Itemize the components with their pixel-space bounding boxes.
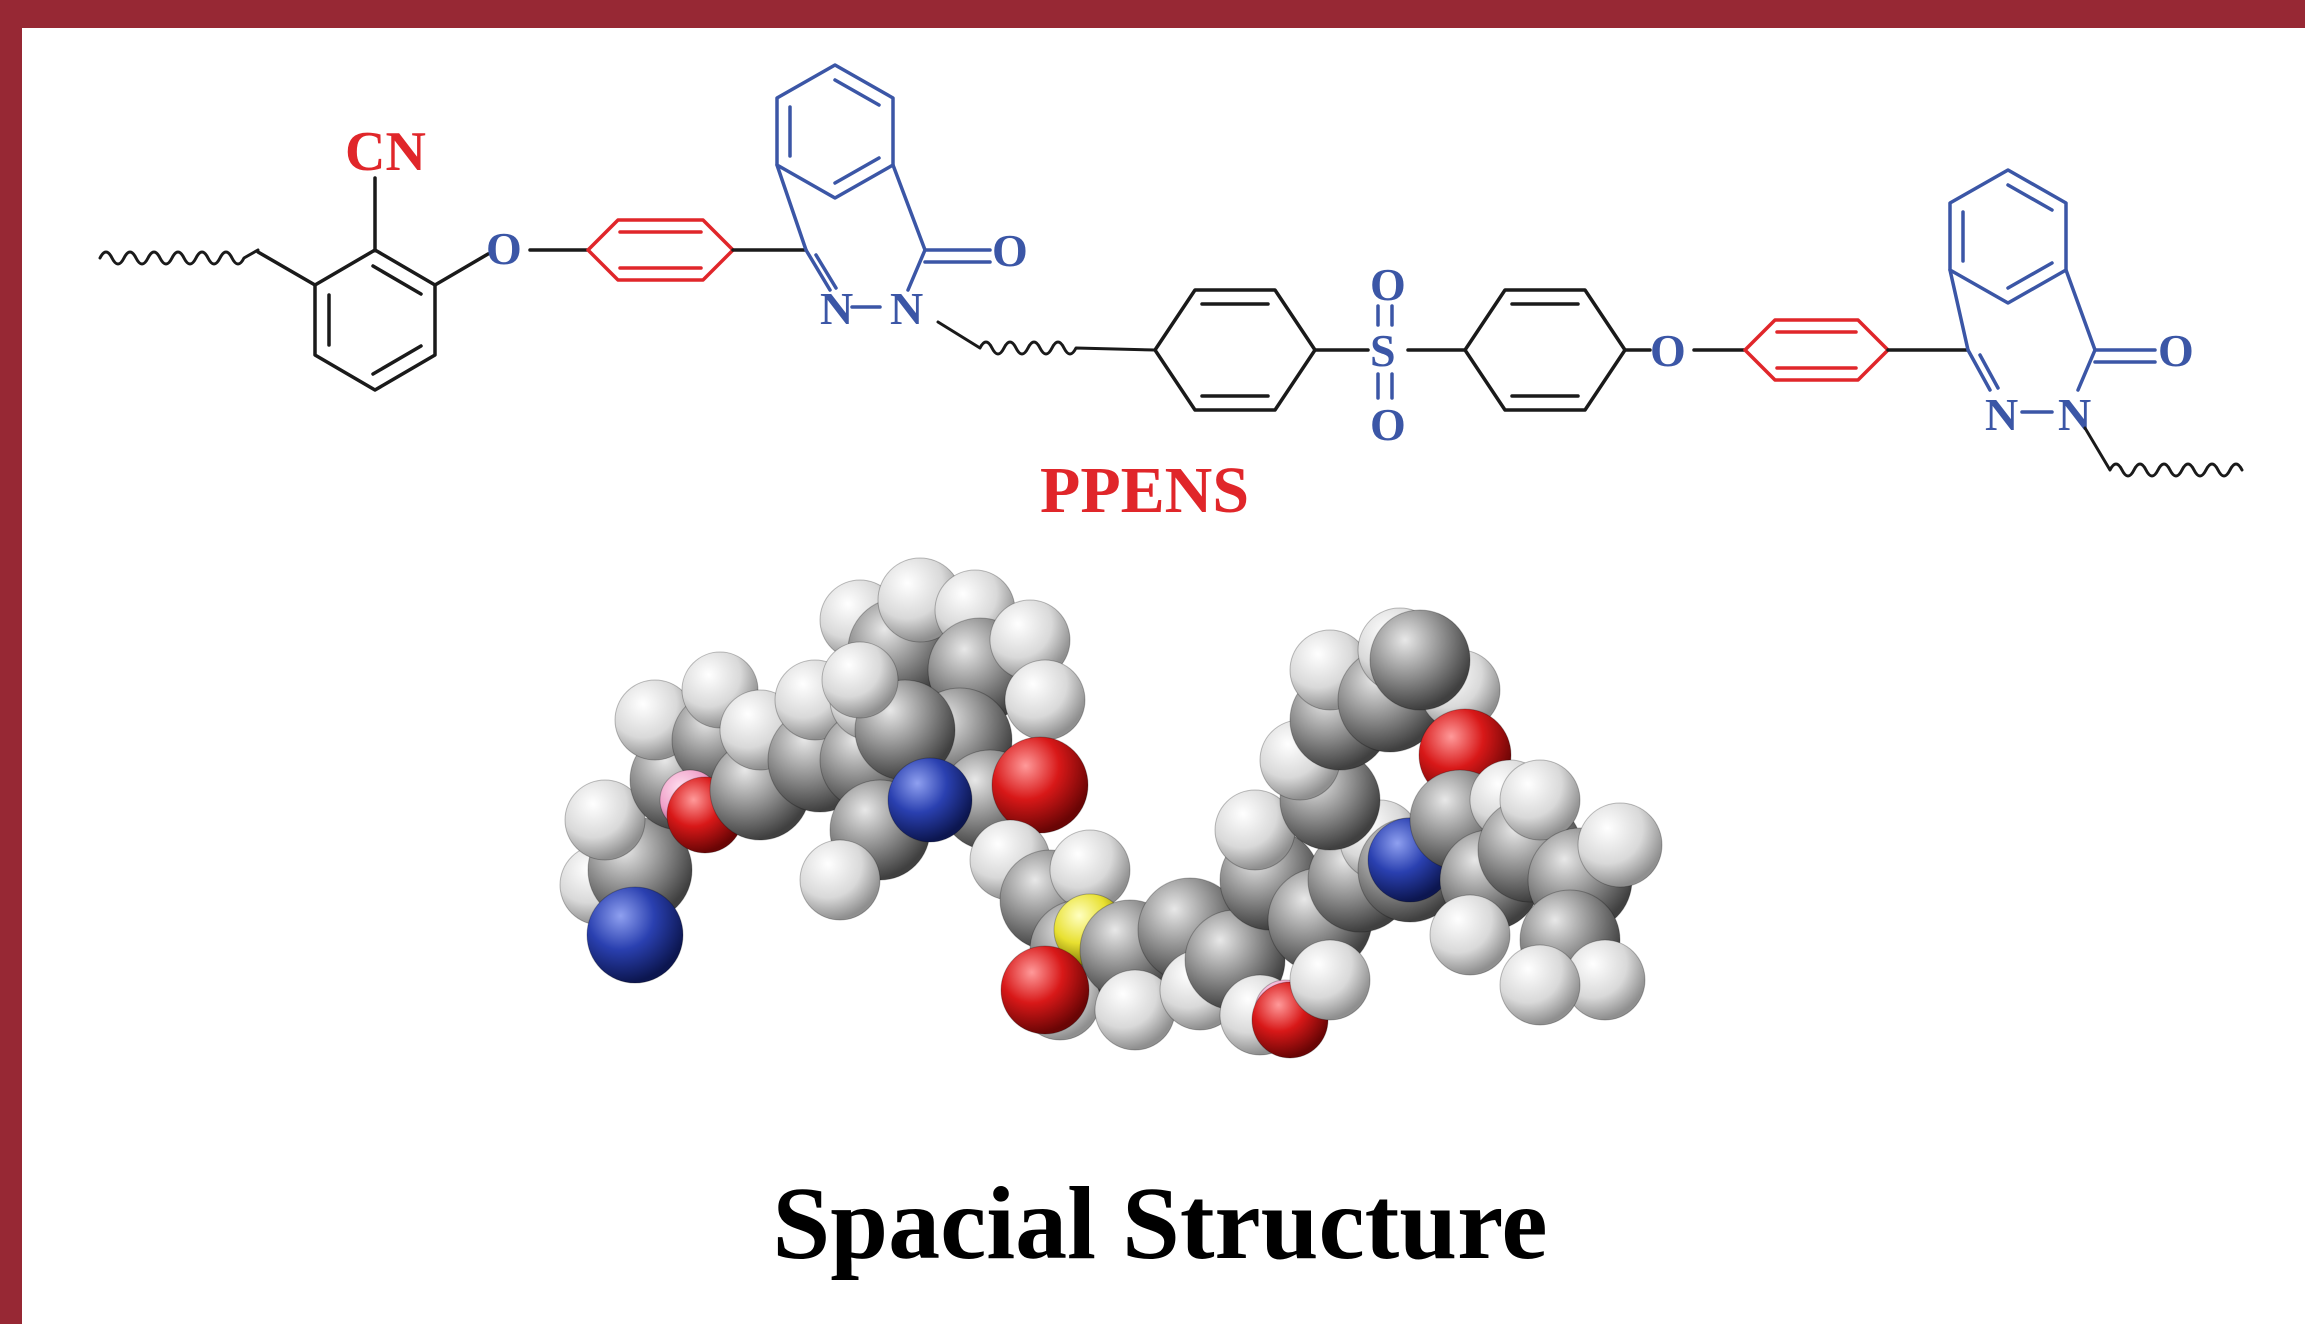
ether-o-label-1: O <box>486 223 522 274</box>
hydrogen-atom <box>1499 944 1581 1026</box>
hydrogen-atom <box>799 839 881 921</box>
right-chain-end <box>2083 426 2244 478</box>
carbon-atom <box>1369 609 1471 711</box>
structural-formula: CN O <box>98 63 2244 527</box>
ppens-diagram: CN O <box>98 63 2244 1281</box>
n-label-2a: N <box>1985 389 2018 440</box>
ether-o-label-2: O <box>1650 325 1686 376</box>
so2-o-bottom: O <box>1370 399 1406 450</box>
polymer-name: PPENS <box>1040 454 1249 527</box>
sulfur-label: S <box>1370 325 1396 376</box>
middle-chain-link <box>936 320 1157 356</box>
carbonyl-o-label-1: O <box>992 225 1028 276</box>
figure-panel: CN O <box>22 28 2305 1324</box>
carbonyl-o-label-2: O <box>2158 325 2194 376</box>
phthalazinone-2 <box>1948 168 2157 414</box>
phthalazinone-1 <box>775 63 992 309</box>
hydrogen-atom <box>1004 659 1086 741</box>
hydrogen-atom <box>821 641 899 719</box>
oxygen-atom <box>1000 945 1090 1035</box>
red-phenylene-2 <box>1743 318 1890 382</box>
hydrogen-atom <box>1499 759 1581 841</box>
sulfonyl-double-bonds <box>1376 304 1394 400</box>
nitrogen-atom <box>887 757 973 843</box>
cyanophenylene-ring <box>256 176 490 392</box>
red-phenylene-1 <box>586 218 735 282</box>
sulfone-phenyl-left <box>1153 288 1370 412</box>
cn-label: CN <box>345 121 426 183</box>
sulfone-phenyl-right <box>1463 288 1652 412</box>
space-filling-model <box>559 557 1663 1059</box>
nitrogen-atom <box>586 886 684 984</box>
hydrogen-atom <box>1289 939 1371 1021</box>
oxygen-atom <box>991 736 1089 834</box>
n-label-1a: N <box>820 283 853 334</box>
hydrogen-atom <box>1577 802 1663 888</box>
hydrogen-atom <box>1429 894 1511 976</box>
figure-title: Spacial Structure <box>772 1166 1547 1281</box>
so2-o-top: O <box>1370 259 1406 310</box>
hydrogen-atom <box>564 779 646 861</box>
left-chain-end <box>98 248 260 266</box>
n-label-1b: N <box>890 283 923 334</box>
